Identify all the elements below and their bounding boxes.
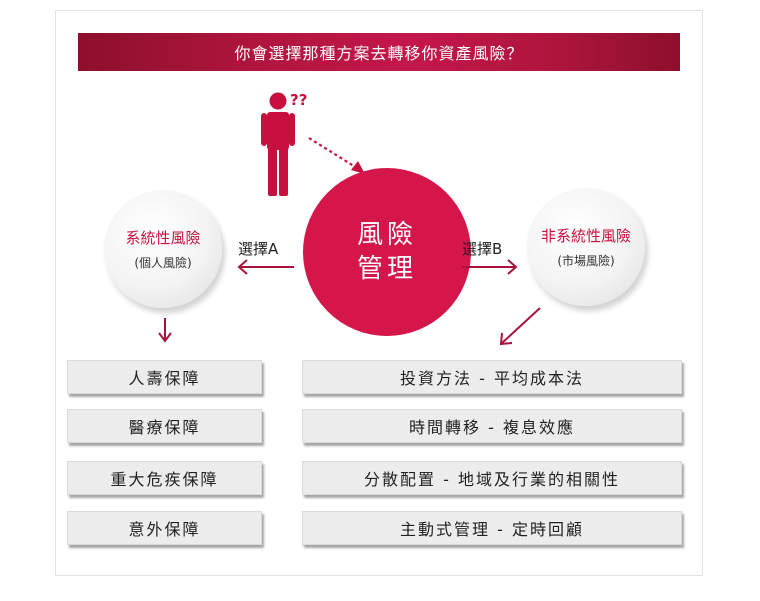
- systematic-risk-circle: 系統性風險 (個人風險): [104, 190, 222, 308]
- unsystematic-risk-title: 非系統性風險: [540, 227, 631, 245]
- center-line-1: 風險: [356, 220, 417, 250]
- title-text: 你會選擇那種方案去轉移你資產風險？: [234, 44, 524, 63]
- option-b-label: 選擇B: [462, 240, 503, 258]
- left-item-life: 人壽保障: [67, 360, 262, 394]
- systematic-risk-title: 系統性風險: [125, 229, 201, 247]
- right-item-dollar-cost: 投資方法 - 平均成本法: [302, 360, 682, 394]
- option-a-label: 選擇A: [238, 240, 279, 258]
- arrow-to-option-b-icon: [462, 259, 518, 275]
- person-icon: [261, 92, 295, 196]
- center-line-2: 管理: [356, 254, 417, 284]
- unsystematic-risk-sub: (市場風險): [557, 254, 615, 268]
- arrow-down-right-list-icon: [499, 307, 541, 346]
- left-item-accident: 意外保障: [67, 511, 262, 545]
- right-item-compounding: 時間轉移 - 複息效應: [302, 409, 682, 443]
- title-banner: 你會選擇那種方案去轉移你資產風險？: [78, 33, 680, 71]
- arrow-down-left-list-icon: [158, 318, 172, 343]
- right-item-active-management: 主動式管理 - 定時回顧: [302, 511, 682, 545]
- question-marks: ??: [290, 91, 308, 109]
- systematic-risk-sub: (個人風險): [134, 256, 192, 270]
- right-item-diversification: 分散配置 - 地域及行業的相關性: [302, 461, 682, 495]
- left-item-critical-illness: 重大危疾保障: [67, 461, 262, 495]
- unsystematic-risk-circle: 非系統性風險 (市場風險): [527, 188, 645, 306]
- arrow-to-option-a-icon: [237, 259, 294, 275]
- risk-management-circle: 風險 管理: [303, 168, 471, 336]
- left-item-medical: 醫療保障: [67, 409, 262, 443]
